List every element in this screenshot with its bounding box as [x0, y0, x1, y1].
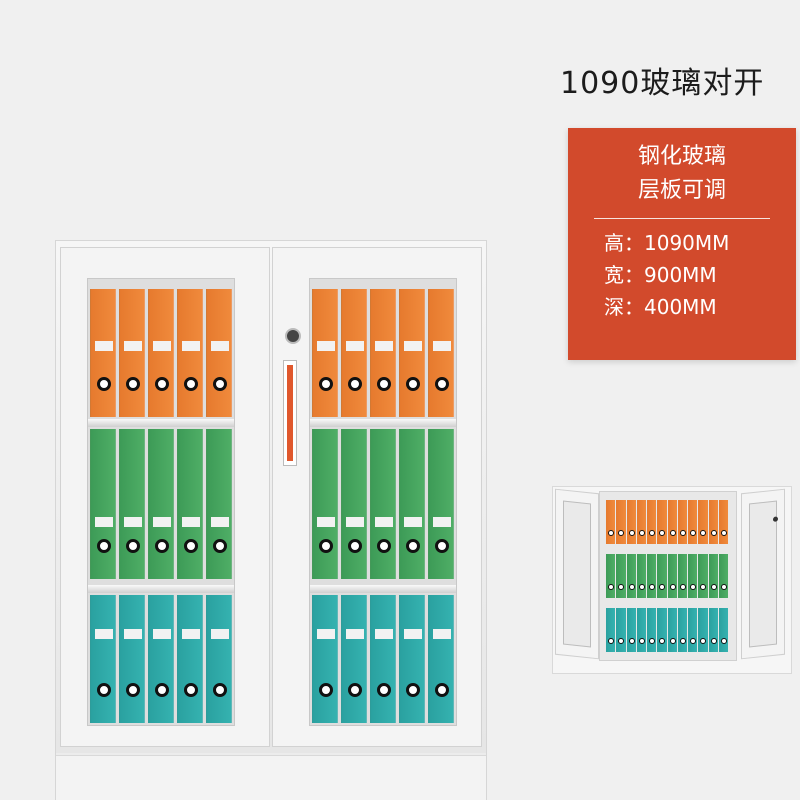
- thumbnail-row-orange: [606, 500, 728, 544]
- spec-card: 钢化玻璃 层板可调 高：1090MM 宽：900MM 深：400MM: [568, 128, 796, 360]
- spec-width: 宽：900MM: [568, 259, 796, 291]
- spec-depth: 深：400MM: [568, 291, 796, 323]
- binder-row-teal-left: [90, 595, 232, 723]
- feature-adjustable-shelf: 层板可调: [637, 178, 726, 203]
- thumbnail-row-green: [606, 554, 728, 598]
- binder: [428, 289, 454, 417]
- binder: [148, 429, 174, 579]
- binder: [177, 289, 203, 417]
- cabinet-body: [56, 241, 486, 753]
- binder: [370, 595, 396, 723]
- cabinet-right-door: [272, 247, 482, 747]
- door-handle: [283, 360, 297, 466]
- left-glass-panel: [87, 278, 235, 726]
- thumbnail-right-door: [741, 488, 785, 660]
- open-cabinet-thumbnail: [552, 486, 792, 674]
- binder: [399, 595, 425, 723]
- binder: [148, 289, 174, 417]
- binder: [177, 429, 203, 579]
- lock-icon: [285, 328, 301, 344]
- spec-features: 钢化玻璃 层板可调: [568, 128, 796, 208]
- shelf: [310, 585, 456, 593]
- right-glass-panel: [309, 278, 457, 726]
- spec-width-label: 宽：: [604, 263, 644, 287]
- binder-row-green-left: [90, 429, 232, 579]
- spec-height-label: 高：: [604, 231, 644, 255]
- spec-divider: [594, 218, 770, 219]
- binder: [148, 595, 174, 723]
- thumbnail-cabinet-body: [599, 491, 737, 661]
- binder: [206, 429, 232, 579]
- product-title: 1090玻璃对开: [560, 66, 765, 101]
- binder: [428, 595, 454, 723]
- binder: [399, 429, 425, 579]
- thumbnail-lock-icon: [773, 516, 778, 522]
- feature-tempered-glass: 钢化玻璃: [637, 144, 726, 169]
- shelf: [310, 419, 456, 427]
- binder: [177, 595, 203, 723]
- binder: [206, 595, 232, 723]
- binder: [119, 595, 145, 723]
- binder: [312, 595, 338, 723]
- binder: [341, 289, 367, 417]
- binder: [370, 429, 396, 579]
- binder: [399, 289, 425, 417]
- shelf: [88, 419, 234, 427]
- spec-height-value: 1090MM: [644, 231, 730, 255]
- binder: [90, 289, 116, 417]
- binder-row-green-right: [312, 429, 454, 579]
- binder: [206, 289, 232, 417]
- binder: [90, 429, 116, 579]
- thumbnail-row-teal: [606, 608, 728, 652]
- binder: [90, 595, 116, 723]
- binder: [370, 289, 396, 417]
- binder: [428, 429, 454, 579]
- thumbnail-left-door: [555, 488, 599, 660]
- binder-row-orange-left: [90, 289, 232, 417]
- main-cabinet-image: [55, 240, 487, 800]
- spec-width-value: 900MM: [644, 263, 717, 287]
- binder: [341, 429, 367, 579]
- spec-depth-value: 400MM: [644, 295, 717, 319]
- cabinet-left-door: [60, 247, 270, 747]
- binder: [341, 595, 367, 723]
- shelf: [88, 585, 234, 593]
- binder: [312, 429, 338, 579]
- binder: [119, 289, 145, 417]
- binder: [119, 429, 145, 579]
- spec-height: 高：1090MM: [568, 227, 796, 259]
- binder-row-teal-right: [312, 595, 454, 723]
- cabinet-base: [56, 755, 486, 800]
- binder: [312, 289, 338, 417]
- spec-depth-label: 深：: [604, 295, 644, 319]
- binder-row-orange-right: [312, 289, 454, 417]
